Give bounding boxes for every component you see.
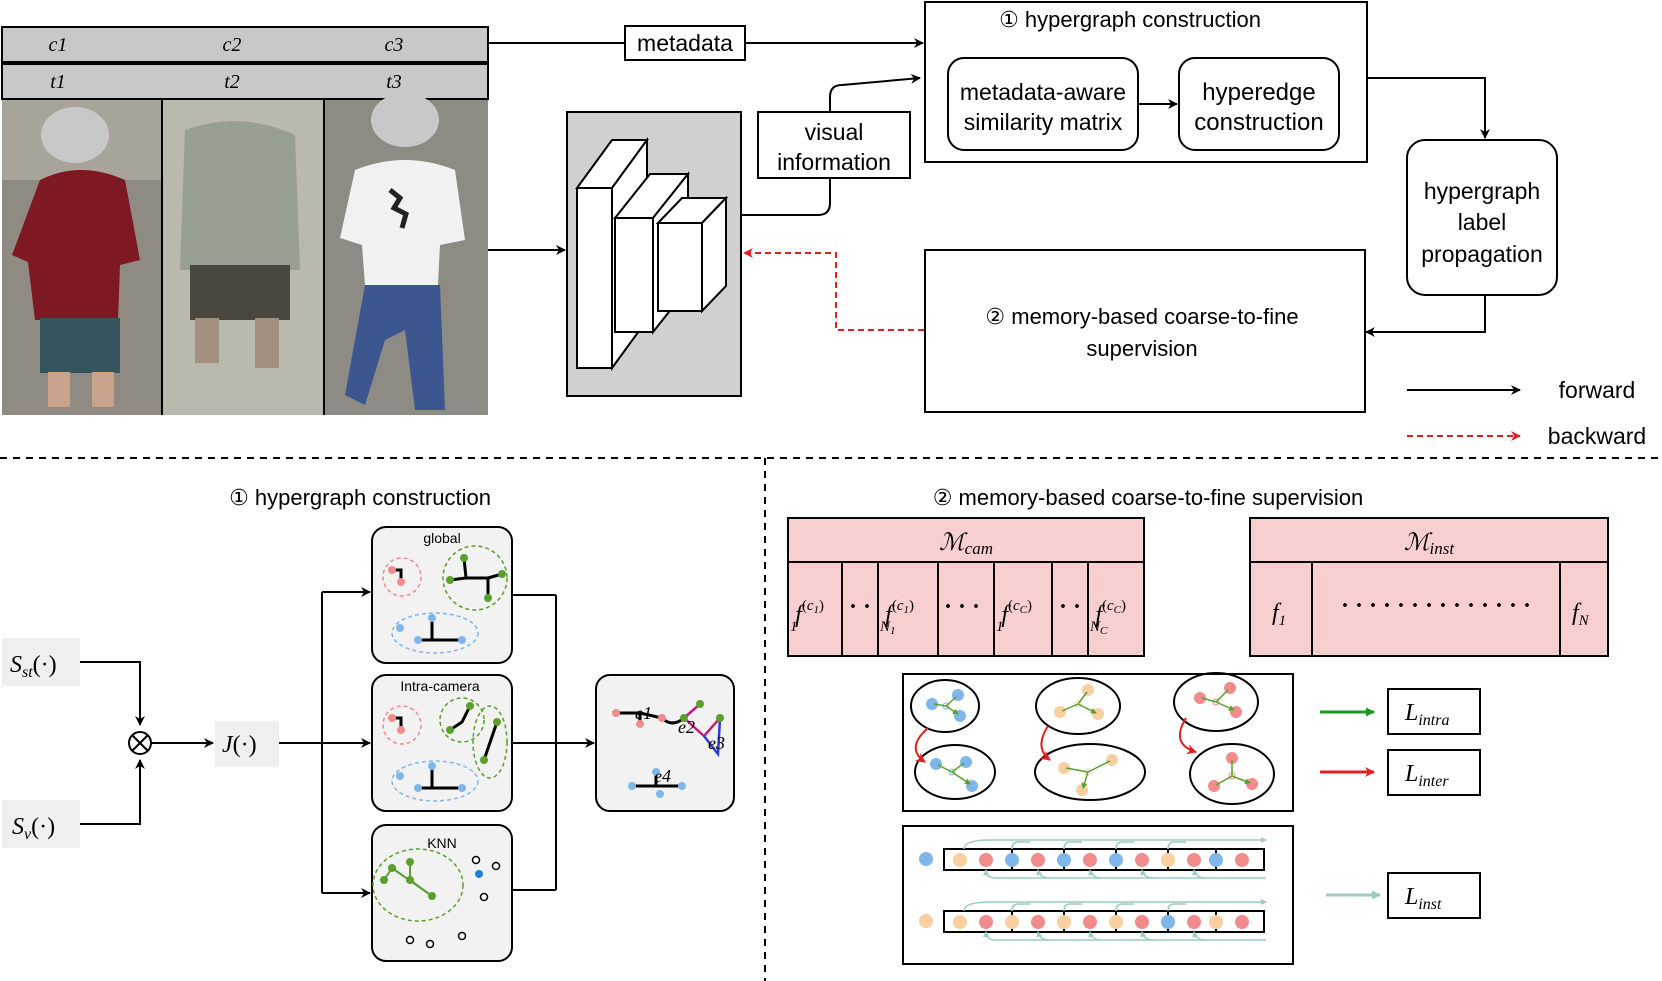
camera-memory: ℳcam f(c1)1 · · f(c1)N1 · · · f(cC)1 · ·… bbox=[787, 517, 1145, 657]
legend-forward: forward bbox=[1559, 377, 1636, 403]
s-v-label: Sv(·) bbox=[12, 814, 55, 843]
time-label-2: t2 bbox=[224, 71, 240, 93]
metadata-box bbox=[624, 25, 746, 61]
merged-hypergraph-panel: e1 e2 e3 e4 bbox=[595, 674, 735, 812]
edge-label-e4: e4 bbox=[654, 766, 671, 786]
similarity-line2: similarity matrix bbox=[964, 109, 1123, 135]
s-st-box bbox=[2, 638, 80, 686]
supervision-line2: supervision bbox=[1086, 336, 1197, 361]
global-panel: global bbox=[371, 526, 513, 664]
multiply-operator bbox=[128, 731, 152, 755]
legend: forward backward bbox=[1407, 377, 1646, 449]
edge-label-e2: e2 bbox=[678, 717, 695, 737]
person-photo-3 bbox=[324, 93, 488, 415]
visual-info-line2: information bbox=[777, 149, 891, 175]
propagation-line2: label bbox=[1458, 209, 1507, 235]
queue-row-1 bbox=[953, 837, 1267, 879]
cluster-panel bbox=[902, 672, 1294, 812]
supervision-box bbox=[924, 249, 1366, 413]
j-label: J(·) bbox=[222, 732, 257, 758]
time-label-1: t1 bbox=[50, 71, 66, 93]
bottom-construction-title: ① hypergraph construction bbox=[229, 485, 491, 510]
metadata-label: metadata bbox=[637, 30, 733, 56]
cnn-backbone bbox=[566, 111, 742, 397]
propagation-line3: propagation bbox=[1421, 241, 1543, 267]
hyperedge-line1: hyperedge bbox=[1202, 79, 1315, 106]
instance-memory: ℳinst f1 · · · · · · · · · · · · · · fN bbox=[1249, 517, 1609, 657]
loss-inst-box bbox=[1387, 872, 1481, 919]
loss-intra-box bbox=[1387, 688, 1481, 735]
cam-label-1: c1 bbox=[49, 34, 68, 56]
dots-3: · · · bbox=[944, 594, 980, 620]
instance-queue-panel bbox=[902, 825, 1294, 965]
legend-backward: backward bbox=[1548, 423, 1646, 449]
s-st-label: Sst(·) bbox=[10, 652, 57, 681]
dots-5: · bbox=[1073, 594, 1081, 620]
hypergraph-construction-title: ① hypergraph construction bbox=[999, 7, 1261, 32]
cam-label-3: c3 bbox=[385, 34, 404, 56]
hyperedge-construction-box bbox=[1178, 57, 1340, 151]
edge-label-e3: e3 bbox=[708, 733, 725, 753]
cam-label-2: c2 bbox=[223, 34, 242, 56]
intra-camera-label: Intra-camera bbox=[400, 678, 480, 694]
hyperedge-line2: construction bbox=[1194, 109, 1323, 136]
edge-label-e1: e1 bbox=[635, 703, 652, 723]
propagation-line1: hypergraph bbox=[1424, 178, 1540, 204]
dots-1: · bbox=[849, 594, 857, 620]
dots-2: · bbox=[863, 594, 871, 620]
loss-inter-label: Linter bbox=[1404, 761, 1449, 790]
person-photo-1 bbox=[2, 100, 162, 415]
queue-row-2 bbox=[953, 899, 1267, 941]
similarity-line1: metadata-aware bbox=[960, 79, 1126, 105]
global-label: global bbox=[423, 530, 460, 546]
visual-information-box bbox=[757, 111, 911, 179]
bottom-supervision-title: ② memory-based coarse-to-fine supervisio… bbox=[933, 485, 1364, 510]
intra-camera-panel: Intra-camera bbox=[371, 674, 513, 812]
j-box bbox=[215, 721, 279, 767]
knn-label: KNN bbox=[427, 835, 457, 851]
person-photo-2 bbox=[162, 100, 324, 415]
visual-info-line1: visual bbox=[805, 119, 864, 145]
label-propagation-box bbox=[1406, 139, 1558, 296]
s-v-box bbox=[2, 800, 80, 848]
supervision-line1: ② memory-based coarse-to-fine bbox=[985, 304, 1298, 329]
dots-4: · bbox=[1059, 594, 1067, 620]
inst-dots: · · · · · · · · · · · · · · bbox=[1341, 593, 1531, 619]
photo-strip: c1 c2 c3 t1 t2 t3 bbox=[1, 26, 489, 415]
time-label-3: t3 bbox=[386, 71, 402, 93]
loss-inter-box bbox=[1387, 749, 1481, 796]
knn-panel: KNN bbox=[371, 824, 513, 962]
